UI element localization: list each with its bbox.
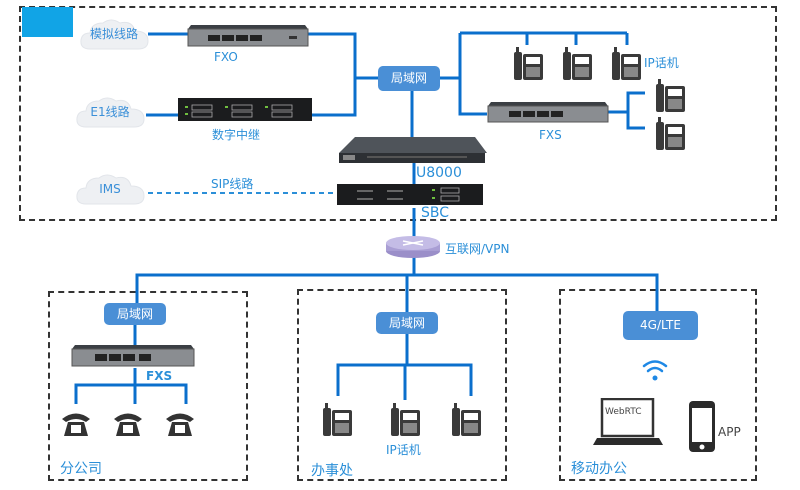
ip-phone-icon xyxy=(391,403,420,436)
router-icon xyxy=(386,236,440,258)
cloud-icon xyxy=(76,174,145,205)
branch-office-region xyxy=(48,291,248,481)
sbc-icon xyxy=(337,184,483,205)
wan-distribution-bus xyxy=(135,273,659,314)
sbc-label: SBC xyxy=(421,205,450,221)
ip-phone-icon xyxy=(514,47,543,80)
ip-phone xyxy=(512,46,544,86)
right-bus xyxy=(458,33,487,116)
laptop xyxy=(593,397,663,450)
digital-trunk-gateway xyxy=(178,98,312,126)
ip-phones-label: IP话机 xyxy=(644,56,679,70)
sbc-device xyxy=(337,184,483,210)
server-icon xyxy=(339,137,487,163)
app-label: APP xyxy=(718,425,741,439)
rep-ip-phones-label: IP话机 xyxy=(386,443,421,457)
title-block xyxy=(22,7,73,37)
digital-trunk-label: 数字中继 xyxy=(212,128,261,142)
fxo-label: FXO xyxy=(214,50,238,64)
internet-vpn-label: 互联网/VPN xyxy=(445,242,510,256)
ip-phone xyxy=(389,402,421,442)
analog-phone-icon xyxy=(62,413,90,436)
rep-office-label: 办事处 xyxy=(311,463,353,479)
cloud-icon xyxy=(80,19,149,50)
ippbx-label: U8000 xyxy=(416,165,462,181)
cloud-label: IMS xyxy=(99,182,121,196)
internet-router xyxy=(385,235,441,263)
fxs-to-phones-line xyxy=(626,91,645,130)
fxs-gateway xyxy=(487,101,609,127)
rep-lan-box: 局域网 xyxy=(376,312,438,334)
fxo-gateway xyxy=(187,24,309,52)
fxs-label: FXS xyxy=(539,128,562,142)
lte-network-box: 4G/LTE xyxy=(623,311,698,340)
branch-fxs-label: FXS xyxy=(146,369,173,383)
analog-phone-icon xyxy=(114,413,142,436)
laptop-icon xyxy=(593,397,663,445)
gateway-icon xyxy=(487,102,609,123)
analog-line-cloud: 模拟线路 xyxy=(78,17,150,51)
analog-phone-icon xyxy=(166,413,194,436)
branch-fxs-gateway xyxy=(71,344,195,372)
cloud-icon xyxy=(76,97,145,128)
desk-phone xyxy=(654,116,686,156)
ip-phone xyxy=(450,402,482,442)
analog-phone xyxy=(164,410,196,442)
rep-office-region xyxy=(297,289,507,481)
ippbx-server xyxy=(337,137,487,169)
smartphone-icon xyxy=(689,401,715,452)
sip-trunk-label: SIP线路 xyxy=(211,177,254,191)
webrtc-label: WebRTC xyxy=(605,407,642,417)
analog-phone xyxy=(112,410,144,442)
smartphone xyxy=(688,400,716,457)
ip-phone-icon xyxy=(452,403,481,436)
analog-phone xyxy=(60,410,92,442)
ip-phone xyxy=(321,402,353,442)
hq-lan-box: 局域网 xyxy=(378,66,440,91)
gateway-icon xyxy=(187,25,309,47)
branch-office-label: 分公司 xyxy=(60,461,102,477)
ip-phone-icon xyxy=(656,117,685,150)
ip-phone-icon xyxy=(323,403,352,436)
desk-phone xyxy=(654,78,686,118)
headquarters-region xyxy=(19,6,777,221)
gateways-to-lan-bus xyxy=(308,32,357,117)
trunk-gateway-icon xyxy=(178,98,312,121)
ip-phone-icon xyxy=(563,47,592,80)
mobile-office-label: 移动办公 xyxy=(571,461,627,477)
ip-phone xyxy=(610,46,642,86)
e1-line-cloud: E1线路 xyxy=(74,95,146,129)
ip-phone-icon xyxy=(656,79,685,112)
ip-phone xyxy=(561,46,593,86)
cloud-label: 模拟线路 xyxy=(89,27,138,41)
branch-lan-box: 局域网 xyxy=(104,303,166,325)
ip-phone-icon xyxy=(612,47,641,80)
cloud-label: E1线路 xyxy=(90,105,130,119)
ims-cloud: IMS xyxy=(74,172,146,206)
wifi-icon xyxy=(641,357,669,387)
gateway-icon xyxy=(71,345,195,367)
